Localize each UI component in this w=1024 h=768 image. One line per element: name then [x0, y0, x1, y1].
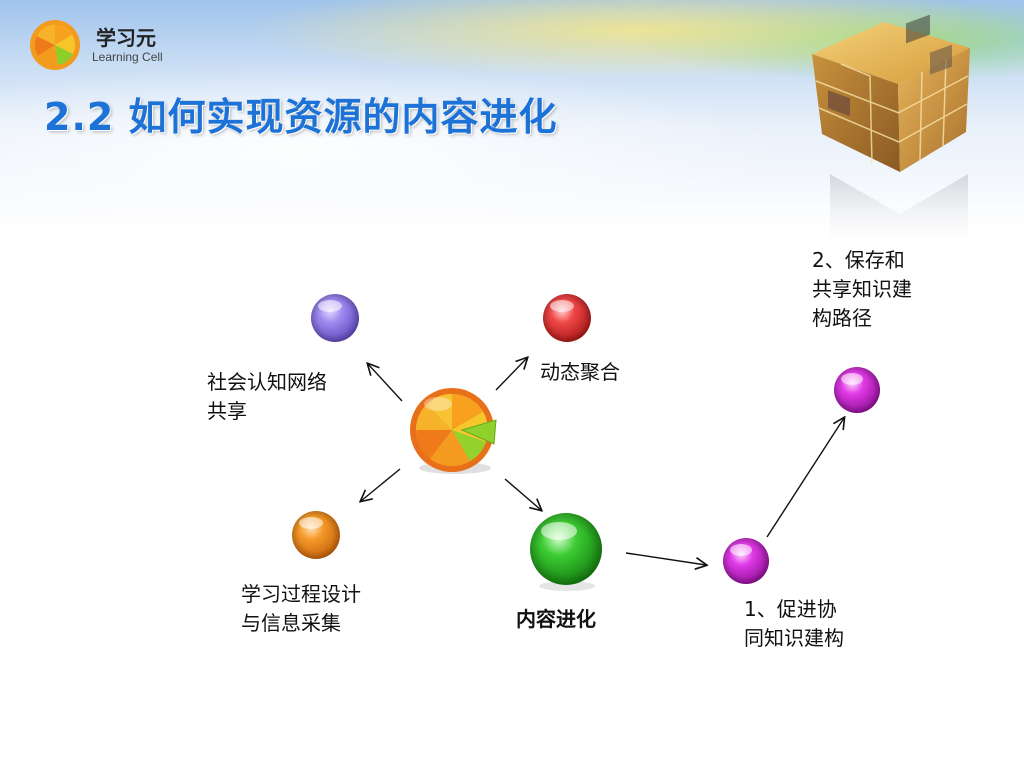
brand-name: 学习元: [96, 26, 156, 50]
page-title: 2.2 如何实现资源的内容进化: [44, 95, 558, 139]
label-step2-line-3: 构路径: [812, 306, 872, 330]
label-design-line-1: 学习过程设计: [241, 582, 361, 606]
label-aggregate-line-1: 动态聚合: [540, 360, 620, 384]
orange-logo-icon: [30, 20, 80, 70]
label-design: 学习过程设计 与信息采集: [241, 580, 361, 638]
label-aggregate: 动态聚合: [540, 358, 620, 387]
label-step2: 2、保存和 共享知识建 构路径: [812, 246, 912, 333]
arrow-to-social: [368, 364, 403, 402]
label-step2-line-1: 2、保存和: [812, 248, 905, 272]
label-step1-line-2: 同知识建构: [744, 626, 844, 650]
arrow-to-design: [361, 468, 401, 501]
label-step1-line-1: 1、促进协: [744, 597, 837, 621]
brand-logo: 学习元 Learning Cell: [28, 18, 188, 72]
ball-aggregate-icon: [543, 294, 591, 342]
label-social-line-1: 社会认知网络: [207, 370, 327, 394]
ball-step1-icon: [723, 538, 769, 584]
arrow-to-evolution: [504, 478, 541, 510]
label-step2-line-2: 共享知识建: [812, 277, 912, 301]
arrow-to-step1: [625, 552, 706, 565]
arrow-to-step2: [766, 418, 844, 538]
ball-evolution-icon: [530, 513, 602, 591]
label-design-line-2: 与信息采集: [241, 611, 341, 635]
ball-social-icon: [311, 294, 359, 342]
label-evolution: 内容进化: [516, 605, 596, 634]
label-social: 社会认知网络 共享: [207, 368, 327, 426]
center-orange-icon: [410, 388, 497, 474]
label-evolution-line-1: 内容进化: [516, 607, 596, 631]
photo-cube-icon: [812, 14, 970, 254]
label-social-line-2: 共享: [207, 399, 247, 423]
ball-design-icon: [292, 511, 340, 559]
arrow-to-aggregate: [495, 358, 527, 391]
brand-subtitle: Learning Cell: [92, 50, 163, 64]
label-step1: 1、促进协 同知识建构: [744, 595, 844, 653]
ball-step2-icon: [834, 367, 880, 413]
